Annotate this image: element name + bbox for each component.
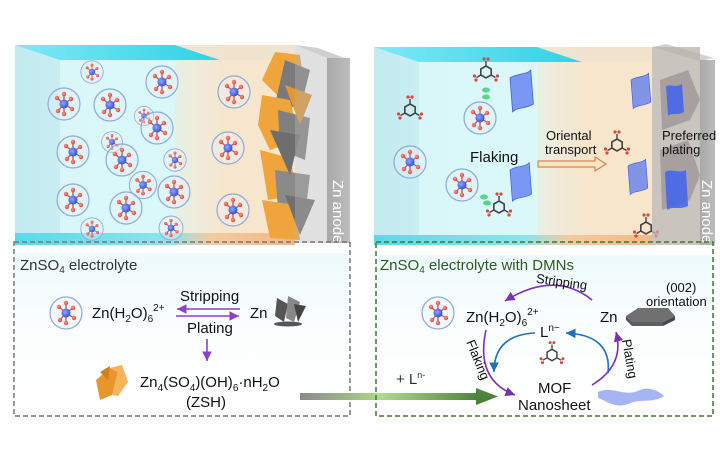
right-panel: Flaking Oriental transport Zn anode Pref… [374, 44, 716, 417]
hydrated-zn-ion [163, 148, 187, 172]
left-plating-label: Plating [187, 320, 233, 337]
transport-label-line1: Oriental [546, 128, 592, 143]
mof-label-line1: MOF [538, 380, 571, 397]
right-interface-zone [537, 47, 582, 245]
cycle-plating-label: Plating [619, 338, 641, 380]
left-reflection [14, 253, 350, 416]
hydrated-zn-ion [393, 145, 427, 179]
hydrated-zn-ion [445, 168, 479, 202]
left-byproduct-formula: Zn4(SO4)(OH)6·nH2O [140, 374, 280, 394]
mof-label-line2: Nanosheet [518, 397, 591, 414]
left-electrolyte-top [15, 45, 220, 60]
mof-nanosheet [630, 73, 652, 109]
flaking-cycle-arrow [482, 329, 516, 397]
left-caption: ZnSO4 electrolyte [20, 257, 137, 276]
left-side-face [15, 45, 60, 245]
hydrated-zn-ion [109, 191, 143, 225]
hydrated-zn-ion [463, 101, 497, 135]
transport-label-line2: transport [545, 142, 597, 157]
ligand-release-arrow [565, 328, 610, 374]
scheme-hydrated-ion-icon [49, 296, 83, 330]
orientation-label-line1: (002) [666, 280, 696, 295]
plated-nanosheet [666, 84, 684, 116]
coordination-mark [483, 200, 491, 206]
left-anode-label: Zn anode [329, 180, 346, 243]
stripping-cycle-arrow [504, 284, 593, 302]
ligand-coordination-arrow [489, 332, 536, 373]
mof-nanosheet [627, 159, 649, 195]
cycle-stripping-label: Stripping [535, 271, 588, 293]
right-top-warm [537, 47, 652, 62]
zn-dendrite-icon [274, 296, 306, 327]
left-byproduct-abbrev: (ZSH) [186, 394, 226, 411]
right-zn-anode: Zn anode [652, 44, 715, 245]
left-top-warm [175, 45, 295, 60]
plating-cycle-arrow [591, 331, 624, 386]
hydrated-zn-ion-migrating [217, 75, 251, 109]
right-anode-label: Zn anode [698, 180, 715, 243]
orientation-label-line2: orientation [646, 294, 707, 309]
hydrated-zn-ion [145, 65, 179, 99]
left-electrolyte-floor [15, 233, 295, 245]
coordination-mark [480, 194, 488, 200]
hydrated-zn-ion [56, 135, 90, 169]
hydrated-zn-ion [105, 143, 139, 177]
mof-nanosheet [509, 69, 534, 113]
left-scheme-border [13, 241, 351, 417]
zsh-crystal-icon [96, 365, 128, 400]
oriented-zn-plate-icon [626, 308, 675, 326]
coordination-mark [482, 87, 490, 93]
right-electrolyte-floor [374, 235, 652, 245]
oriental-transport-arrow [537, 155, 608, 173]
ligand-label: Ln− [540, 323, 560, 341]
right-scheme-border [375, 241, 714, 417]
right-reactant-formula: Zn(H2O)62+ [466, 307, 539, 329]
hydrated-zn-ion [47, 87, 81, 121]
coordination-mark [482, 94, 490, 100]
preferred-label-line2: plating [662, 142, 700, 157]
hydrated-zn-ion [93, 88, 127, 122]
hydrated-zn-ion [140, 111, 174, 145]
mof-nanosheet [509, 162, 532, 202]
hydrated-zn-ion [56, 183, 90, 217]
right-reflection [374, 255, 714, 415]
left-zsh-dendrites [258, 52, 315, 240]
left-zn-anode: Zn anode [295, 45, 350, 243]
hydrated-zn-ion [80, 60, 104, 84]
flaking-label: Flaking [470, 149, 518, 166]
preferred-label-line1: Preferred [662, 128, 716, 143]
hydrated-zn-ion [158, 215, 184, 241]
right-caption: ZnSO4 electrolyte with DMNs [380, 257, 574, 276]
mof-nanosheet-icon [598, 388, 664, 406]
right-electrolyte-top [374, 47, 582, 62]
hydrated-zn-ion-migrating [216, 193, 250, 227]
hydrated-zn-ion [157, 175, 191, 209]
hydrated-zn-ion [80, 217, 104, 241]
plated-nanosheet [665, 170, 688, 210]
left-product-zn: Zn [250, 305, 268, 322]
right-product-zn: Zn [600, 309, 618, 326]
left-panel: Zn anode ZnSO4 electrolyte Zn(H2O)62+ St… [13, 45, 351, 417]
scheme-hydrated-ion-icon [421, 296, 455, 330]
left-stripping-label: Stripping [180, 288, 239, 305]
hydrated-zn-ion-migrating [211, 131, 245, 165]
left-reactant-formula: Zn(H2O)62+ [92, 303, 165, 325]
